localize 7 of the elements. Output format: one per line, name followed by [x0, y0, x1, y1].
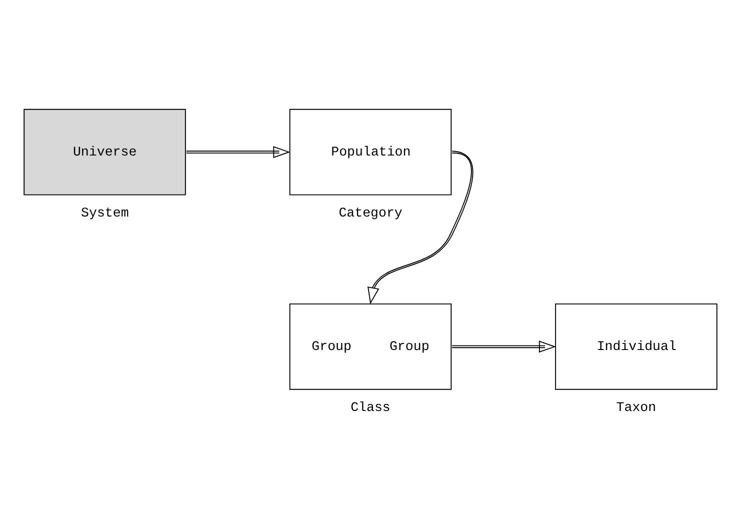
node-label: Class — [350, 399, 390, 414]
arrow — [367, 150, 474, 304]
arrow — [186, 146, 290, 158]
node-label: Category — [338, 204, 402, 220]
arrow — [452, 340, 556, 352]
node-label: System — [81, 204, 129, 220]
node-label: Taxon — [616, 399, 656, 414]
